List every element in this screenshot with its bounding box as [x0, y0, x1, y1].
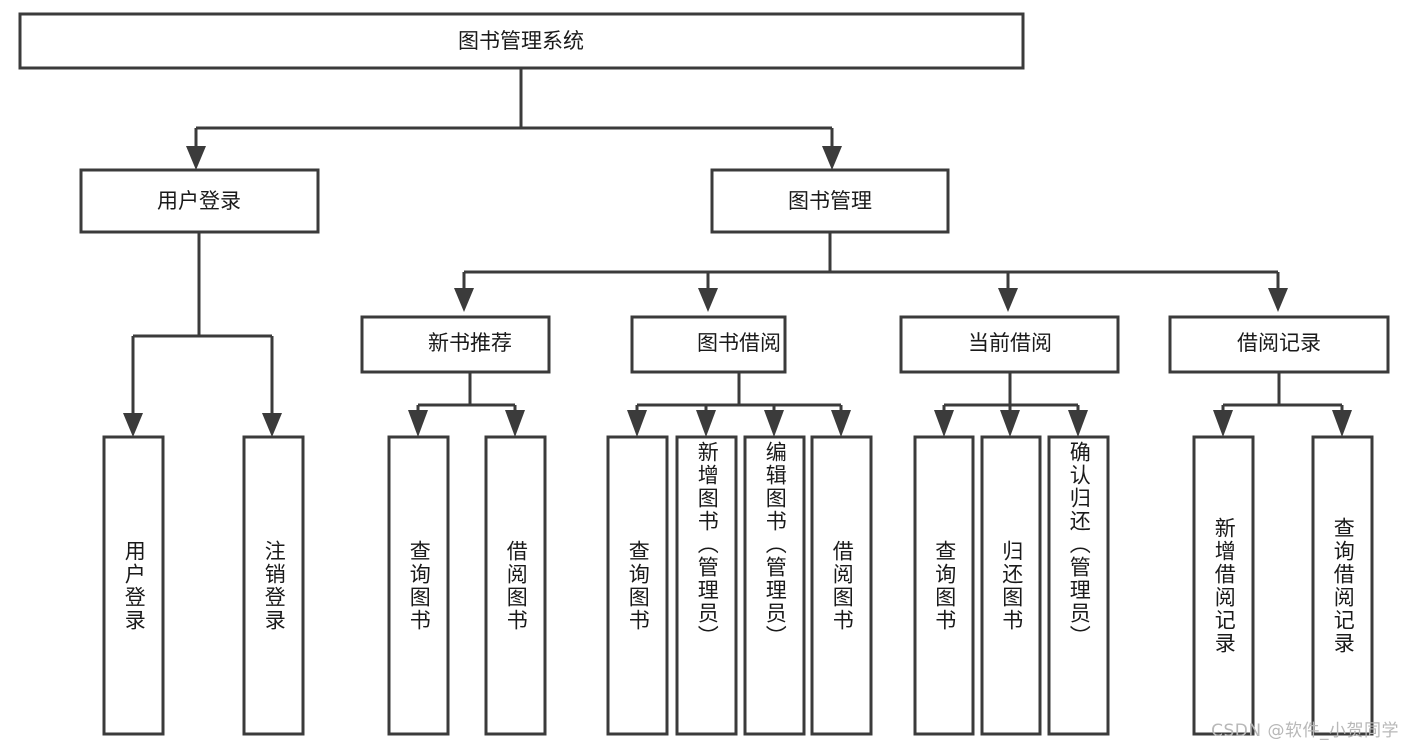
- connector-book-management-to-level2: [454, 232, 1288, 312]
- arrow-head-icon: [262, 413, 282, 437]
- node-user-login-label: 用户登录: [157, 189, 241, 213]
- arrow-head-icon: [505, 410, 525, 437]
- node-current-borrow-box: [899, 315, 1120, 374]
- connector-borrow-record-to-leaves: [1213, 372, 1352, 437]
- leaf-box-return-book[interactable]: [980, 435, 1042, 736]
- leaf-box-query-book-current[interactable]: [913, 435, 975, 736]
- node-new-book-recommend-label: 新书推荐: [428, 331, 512, 355]
- connector-root-to-level1: [186, 68, 842, 170]
- arrow-head-icon: [1000, 410, 1020, 437]
- node-borrow-record-label: 借阅记录: [1237, 331, 1321, 355]
- arrow-head-icon: [822, 146, 842, 170]
- node-borrow-record[interactable]: 借阅记录: [1168, 315, 1390, 374]
- leaf-box-query-book-recommend[interactable]: [387, 435, 450, 736]
- connector-book-borrow-to-leaves: [627, 372, 851, 437]
- arrow-head-icon: [934, 410, 954, 437]
- arrow-head-icon: [698, 288, 718, 312]
- node-user-login-box: [79, 168, 320, 234]
- leaf-box-user-login[interactable]: [102, 435, 165, 736]
- leaf-box-query-borrow-record[interactable]: [1311, 435, 1374, 736]
- leaf-box-borrow-book-recommend[interactable]: [484, 435, 547, 736]
- connector-new-book-to-leaves: [408, 372, 525, 437]
- arrow-head-icon: [186, 146, 206, 170]
- leaf-box-confirm-return-admin[interactable]: [1047, 435, 1110, 736]
- arrow-head-icon: [764, 410, 784, 437]
- arrow-head-icon: [1068, 410, 1088, 437]
- leaf-box-logout[interactable]: [242, 435, 305, 736]
- arrow-head-icon: [1213, 410, 1233, 437]
- node-book-borrow-box: [630, 315, 787, 374]
- node-user-login[interactable]: 用户登录: [79, 168, 320, 234]
- node-root-label: 图书管理系统: [458, 29, 584, 53]
- node-book-management[interactable]: 图书管理: [710, 168, 950, 234]
- leaf-box-add-book-admin[interactable]: [675, 435, 738, 736]
- arrow-head-icon: [831, 410, 851, 437]
- arrow-head-icon: [627, 410, 647, 437]
- leaf-box-add-borrow-record[interactable]: [1192, 435, 1255, 736]
- arrow-head-icon: [1268, 288, 1288, 312]
- node-book-management-label: 图书管理: [788, 189, 872, 213]
- arrow-head-icon: [408, 410, 428, 437]
- arrow-head-icon: [1332, 410, 1352, 437]
- node-book-borrow-label: 图书借阅: [697, 331, 781, 355]
- arrow-head-icon: [696, 410, 716, 437]
- leaf-box-query-book-borrow[interactable]: [606, 435, 669, 736]
- leaf-box-edit-book-admin[interactable]: [743, 435, 806, 736]
- node-current-borrow[interactable]: 当前借阅: [899, 315, 1120, 374]
- arrow-head-icon: [123, 413, 143, 437]
- arrow-head-icon: [454, 288, 474, 312]
- node-root[interactable]: 图书管理系统: [18, 12, 1025, 70]
- node-root-box: [18, 12, 1025, 70]
- arrow-head-icon: [998, 288, 1018, 312]
- leaf-box-borrow-book[interactable]: [810, 435, 873, 736]
- watermark-text: CSDN @软件_小贺同学: [1211, 721, 1399, 741]
- connector-current-borrow-to-leaves: [934, 372, 1088, 437]
- connector-user-login-to-leaves: [123, 232, 282, 437]
- node-book-borrow[interactable]: 图书借阅: [630, 315, 787, 374]
- node-current-borrow-label: 当前借阅: [968, 331, 1052, 355]
- node-new-book-recommend-box: [360, 315, 551, 374]
- node-new-book-recommend[interactable]: 新书推荐: [360, 315, 551, 374]
